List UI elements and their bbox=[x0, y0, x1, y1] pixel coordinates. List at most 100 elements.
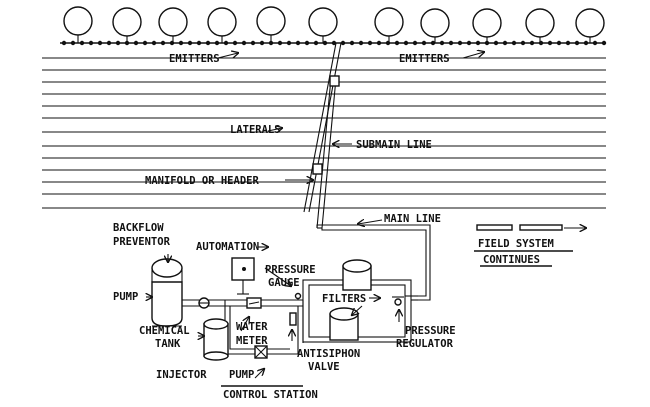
emitter-dot bbox=[394, 40, 400, 46]
emitter-dot bbox=[601, 40, 607, 46]
label-pressure: PRESSURE bbox=[265, 264, 316, 276]
emitter-dot bbox=[250, 40, 256, 46]
emitter-dot bbox=[142, 40, 148, 46]
emitter-dot bbox=[511, 40, 517, 46]
emitter-dot bbox=[331, 40, 337, 46]
emitter-dot bbox=[421, 40, 427, 46]
tree-row bbox=[63, 6, 605, 43]
label-pump-bottom: PUMP bbox=[229, 369, 254, 381]
underlines bbox=[221, 250, 573, 387]
label-main-line: MAIN LINE bbox=[384, 213, 441, 225]
emitter-dot bbox=[592, 40, 598, 46]
label-submain: SUBMAIN LINE bbox=[356, 139, 432, 151]
emitter-dot bbox=[223, 40, 229, 46]
valve-icon bbox=[329, 75, 340, 87]
emitter-dot bbox=[547, 40, 553, 46]
emitter-dot bbox=[97, 40, 103, 46]
emitter-dot bbox=[475, 40, 481, 46]
emitter-dot bbox=[268, 40, 274, 46]
emitter-dot bbox=[133, 40, 139, 46]
pump-icon bbox=[198, 297, 210, 309]
label-field-system: FIELD SYSTEM bbox=[478, 238, 554, 250]
emitter-dot bbox=[466, 40, 472, 46]
emitter-dot bbox=[178, 40, 184, 46]
pressure-regulator-icon bbox=[392, 296, 404, 306]
label-emitters-right: EMITTERS bbox=[399, 53, 450, 65]
main-line bbox=[316, 224, 586, 301]
emitter-dot bbox=[241, 40, 247, 46]
water-meter-icon bbox=[246, 297, 262, 309]
emitter-dot bbox=[565, 40, 571, 46]
emitter-dot bbox=[151, 40, 157, 46]
emitter-dot bbox=[430, 40, 436, 46]
pressure-gauge-icon bbox=[294, 292, 302, 300]
tree-icon bbox=[575, 8, 605, 43]
label-meter: METER bbox=[236, 335, 268, 347]
emitter-dot bbox=[187, 40, 193, 46]
emitter-dot bbox=[556, 40, 562, 46]
emitter-dot bbox=[376, 40, 382, 46]
emitter-dot bbox=[538, 40, 544, 46]
label-valve: VALVE bbox=[308, 361, 340, 373]
valve-icon bbox=[312, 163, 323, 175]
label-backflow: BACKFLOW bbox=[113, 222, 164, 234]
emitter-dot bbox=[88, 40, 94, 46]
emitter-dot bbox=[313, 40, 319, 46]
emitter-dot bbox=[232, 40, 238, 46]
backflow-preventor bbox=[151, 258, 183, 327]
label-gauge: GAUGE bbox=[268, 277, 300, 289]
emitter-dot bbox=[448, 40, 454, 46]
emitter-dot bbox=[259, 40, 265, 46]
label-filters: FILTERS bbox=[322, 293, 366, 305]
emitter-dot bbox=[349, 40, 355, 46]
label-manifold: MANIFOLD OR HEADER bbox=[145, 175, 259, 187]
tree-icon bbox=[472, 8, 502, 43]
emitter-dot bbox=[304, 40, 310, 46]
tree-icon bbox=[112, 7, 142, 43]
emitter-dot bbox=[124, 40, 130, 46]
emitter-dot bbox=[61, 40, 67, 46]
emitter-lateral bbox=[60, 40, 607, 46]
leader-arrows bbox=[146, 52, 484, 379]
emitter-dot bbox=[457, 40, 463, 46]
emitter-dot bbox=[583, 40, 589, 46]
tree-icon bbox=[63, 6, 93, 43]
emitter-dot bbox=[385, 40, 391, 46]
emitter-dot bbox=[412, 40, 418, 46]
chemical-tank bbox=[203, 318, 229, 361]
tree-icon bbox=[374, 7, 404, 43]
field-pipe bbox=[476, 224, 513, 231]
emitter-dot bbox=[106, 40, 112, 46]
emitter-dot bbox=[196, 40, 202, 46]
label-pressure-reg: PRESSURE bbox=[405, 325, 456, 337]
emitter-dot bbox=[367, 40, 373, 46]
emitter-dot bbox=[79, 40, 85, 46]
tree-icon bbox=[207, 7, 237, 43]
label-tank: TANK bbox=[155, 338, 181, 350]
label-continues: CONTINUES bbox=[483, 254, 540, 266]
label-control-station: CONTROL STATION bbox=[223, 389, 318, 401]
emitter-dot bbox=[502, 40, 508, 46]
tree-icon bbox=[420, 8, 450, 43]
label-injector: INJECTOR bbox=[156, 369, 207, 381]
emitter-dot bbox=[322, 40, 328, 46]
field-pipe bbox=[519, 224, 563, 231]
emitter-dot bbox=[403, 40, 409, 46]
submain-line bbox=[303, 42, 342, 229]
label-regulator: REGULATOR bbox=[396, 338, 454, 350]
emitter-dot bbox=[115, 40, 121, 46]
label-laterals: LATERALS bbox=[230, 124, 281, 136]
emitter-dot bbox=[484, 40, 490, 46]
emitter-dot bbox=[520, 40, 526, 46]
automation-box bbox=[231, 257, 255, 295]
label-water: WATER bbox=[236, 321, 268, 333]
emitter-dot bbox=[70, 40, 76, 46]
emitter-dot bbox=[214, 40, 220, 46]
labels: EMITTERS EMITTERS LATERALS SUBMAIN LINE … bbox=[113, 53, 554, 401]
label-preventor: PREVENTOR bbox=[113, 236, 171, 248]
label-automation: AUTOMATION bbox=[196, 241, 259, 253]
label-pump-left: PUMP bbox=[113, 291, 138, 303]
emitter-dot bbox=[295, 40, 301, 46]
